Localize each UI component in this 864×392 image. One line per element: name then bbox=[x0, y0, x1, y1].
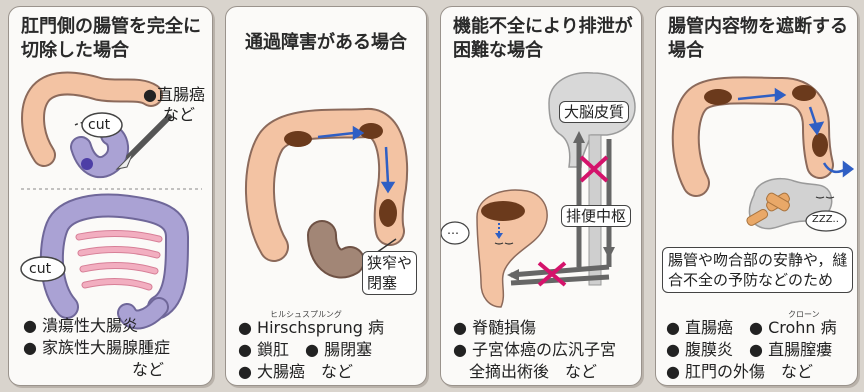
tumor-dot bbox=[81, 158, 93, 170]
panel-1-disease-list: ● 潰瘍性大腸炎 ● 家族性大腸腺腫症 など bbox=[23, 315, 170, 381]
rest-purpose-note-line-2: 合不全の予防などのため bbox=[668, 270, 847, 290]
stricture-label-line-1: 狭窄や bbox=[367, 253, 412, 273]
disease-item: ● 鎖肛 ● 腸閉塞 bbox=[238, 339, 384, 361]
panel-3-disease-list: ● 脊髄損傷 ● 子宮体癌の広汎子宮 全摘出術後 など bbox=[453, 317, 616, 383]
rest-purpose-note: 腸管や吻合部の安静や，縫 合不全の予防などのため bbox=[662, 247, 853, 293]
disease-item: ● 脊髄損傷 bbox=[453, 317, 616, 339]
disease-item: 全摘出術後 など bbox=[453, 361, 616, 383]
disease-item: ● 大腸癌 など bbox=[238, 361, 384, 383]
rectal-cancer-note-line-2: など bbox=[143, 105, 205, 125]
panel-diversion: 腸管内容物を遮断する 場合 bbox=[655, 6, 858, 386]
stricture-label-line-2: 閉塞 bbox=[367, 273, 412, 293]
stricture-label: 狭窄や 閉塞 bbox=[362, 251, 417, 295]
disease-item: ● 直腸癌 ● Crohn 病 bbox=[666, 317, 837, 339]
panel-2-disease-list: ● Hirschsprung 病 ● 鎖肛 ● 腸閉塞 ● 大腸癌 など bbox=[238, 317, 384, 383]
panel-complete-resection: 肛門側の腸管を完全に 切除した場合 bbox=[8, 6, 213, 386]
cerebral-cortex-label: 大脳皮質 bbox=[559, 101, 629, 123]
rest-purpose-note-line-1: 腸管や吻合部の安静や，縫 bbox=[668, 250, 847, 270]
panel-4-disease-list: ● 直腸癌 ● Crohn 病 ● 腹膜炎 ● 直腸膣瘻 ● 肛門の外傷 など bbox=[666, 317, 837, 383]
disease-item: ● 子宮体癌の広汎子宮 bbox=[453, 339, 616, 361]
disease-item: ● 肛門の外傷 など bbox=[666, 361, 837, 383]
sleep-zzz: ZZZ.. bbox=[812, 214, 839, 225]
rectal-cancer-note-line-1: ●直腸癌 bbox=[143, 85, 205, 105]
rectal-cancer-note: ●直腸癌 など bbox=[143, 85, 205, 125]
small-intestine bbox=[79, 233, 159, 287]
cut-label-bottom: cut bbox=[29, 261, 51, 277]
panel-dysfunction: 機能不全により排泄が 困難な場合 bbox=[440, 6, 642, 386]
disease-item: ● 潰瘍性大腸炎 bbox=[23, 315, 170, 337]
disease-item: ● Hirschsprung 病 bbox=[238, 317, 384, 339]
defecation-center-label: 排便中枢 bbox=[561, 205, 631, 227]
panel-obstruction: 通過障害がある場合 狭窄や 閉塞 ヒルシュスプルング bbox=[225, 6, 427, 386]
disease-item-etc: など bbox=[23, 359, 170, 381]
disease-item: ● 家族性大腸腺腫症 bbox=[23, 337, 170, 359]
cut-label-top: cut bbox=[88, 117, 110, 133]
thought-ellipsis: … bbox=[447, 223, 459, 237]
disease-item: ● 腹膜炎 ● 直腸膣瘻 bbox=[666, 339, 837, 361]
